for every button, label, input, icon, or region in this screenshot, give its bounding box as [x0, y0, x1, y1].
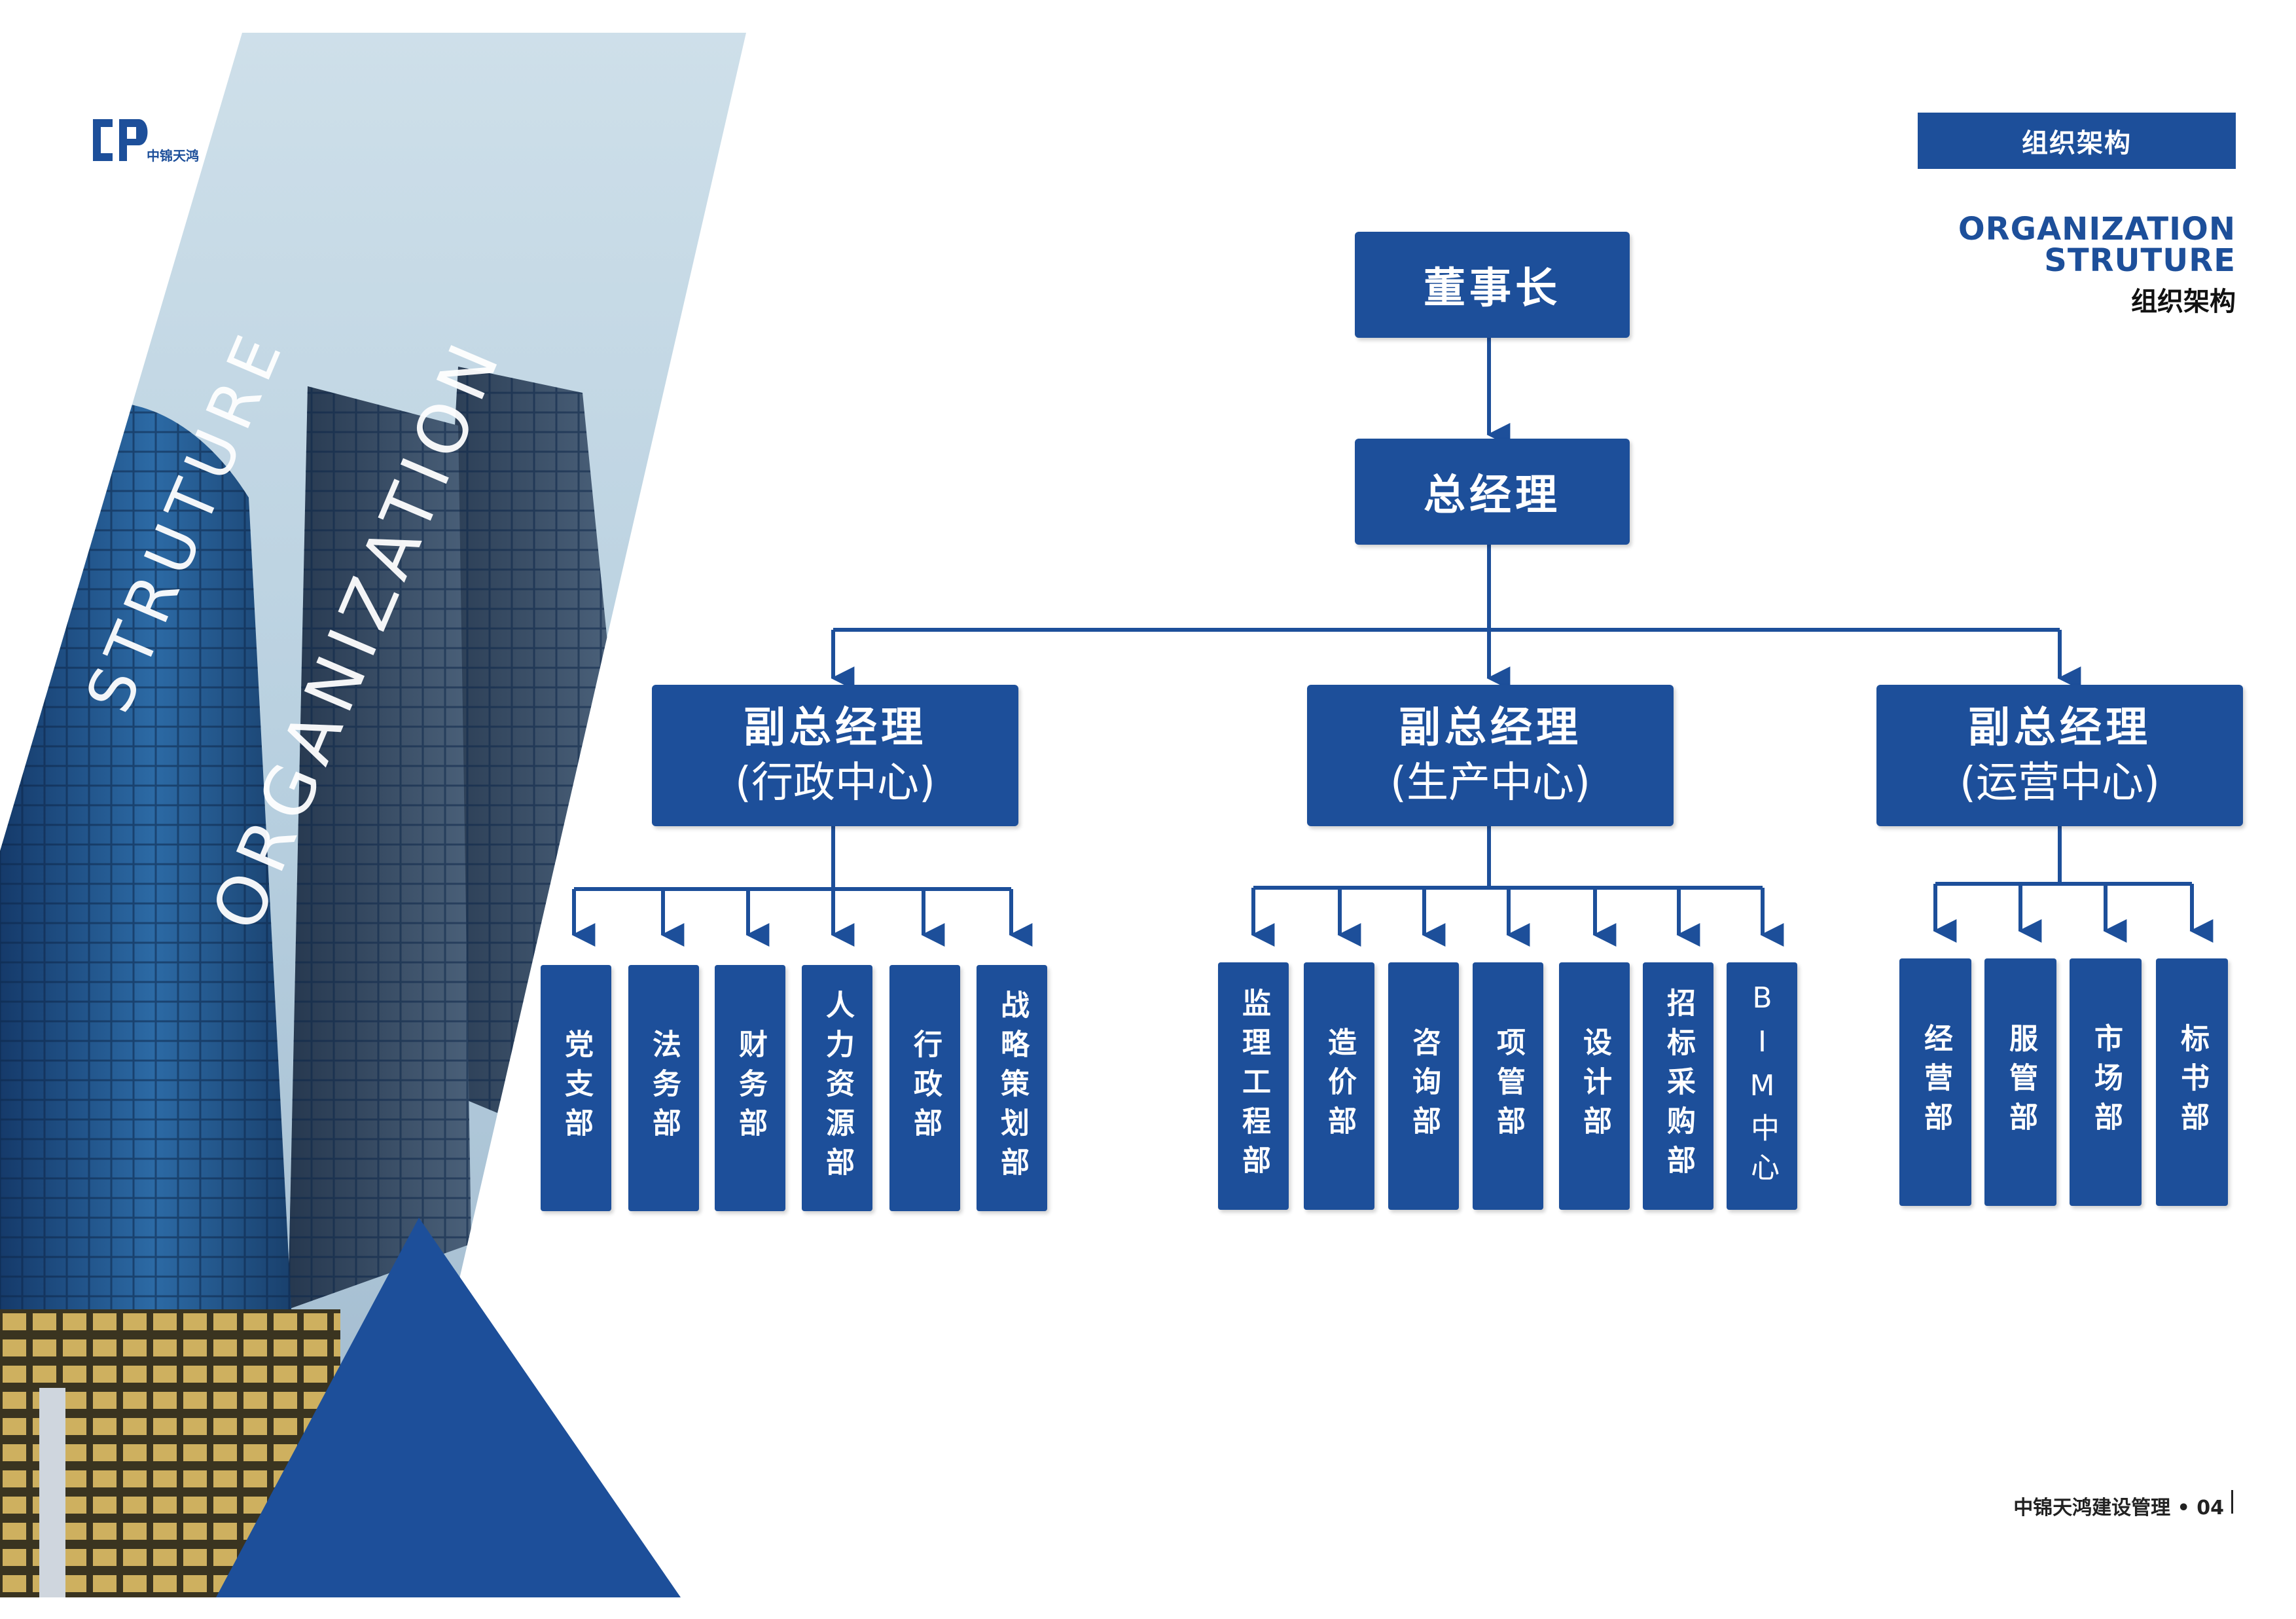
dept-box: 项管部: [1473, 962, 1543, 1210]
title-cn: 组织架构: [2131, 287, 2236, 317]
vp-production-center-box: 副总经理 (生产中心): [1307, 685, 1674, 826]
logo-subtext: 中锦天鸿: [147, 148, 199, 164]
building-photo-panel: [0, 33, 746, 1597]
dept-box: 党支部: [541, 965, 611, 1211]
vp-operations-center-box: 副总经理 (运营中心): [1876, 685, 2243, 826]
dept-box: 法务部: [628, 965, 699, 1211]
dept-box: 造价部: [1304, 962, 1374, 1210]
dept-box: 设计部: [1559, 962, 1630, 1210]
title-en-line2: STRUTURE: [2044, 242, 2236, 279]
vp-production-subtitle: (生产中心): [1390, 759, 1590, 807]
vp-admin-title: 副总经理: [744, 704, 927, 752]
logo-mark-icon: [93, 119, 148, 161]
company-logo: 中锦天鸿: [86, 111, 217, 170]
chairman-box: 董事长: [1355, 232, 1630, 338]
dept-box: 咨询部: [1388, 962, 1459, 1210]
dept-box: BIM中心: [1727, 962, 1797, 1210]
dept-box: 经营部: [1899, 958, 1971, 1206]
vp-admin-subtitle: (行政中心): [735, 759, 935, 807]
dept-box: 招标采购部: [1643, 962, 1713, 1210]
dept-box: 监理工程部: [1218, 962, 1289, 1210]
dept-box: 财务部: [715, 965, 785, 1211]
dept-box: 行政部: [889, 965, 960, 1211]
dept-box: 标书部: [2156, 958, 2228, 1206]
dept-box: 市场部: [2070, 958, 2142, 1206]
footer-divider: [2231, 1490, 2233, 1514]
vp-admin-center-box: 副总经理 (行政中心): [652, 685, 1018, 826]
vp-operations-subtitle: (运营中心): [1960, 759, 2160, 807]
dept-box: 战略策划部: [977, 965, 1047, 1211]
vp-operations-title: 副总经理: [1968, 704, 2151, 752]
title-en-line1: ORGANIZATION: [1958, 211, 2236, 247]
page-footer: 中锦天鸿建设管理 • 04: [2013, 1497, 2224, 1519]
general-manager-box: 总经理: [1355, 439, 1630, 545]
dept-box: 人力资源部: [802, 965, 872, 1211]
vp-production-title: 副总经理: [1399, 704, 1582, 752]
dept-box: 服管部: [1984, 958, 2056, 1206]
section-tag: 组织架构: [1918, 113, 2236, 169]
